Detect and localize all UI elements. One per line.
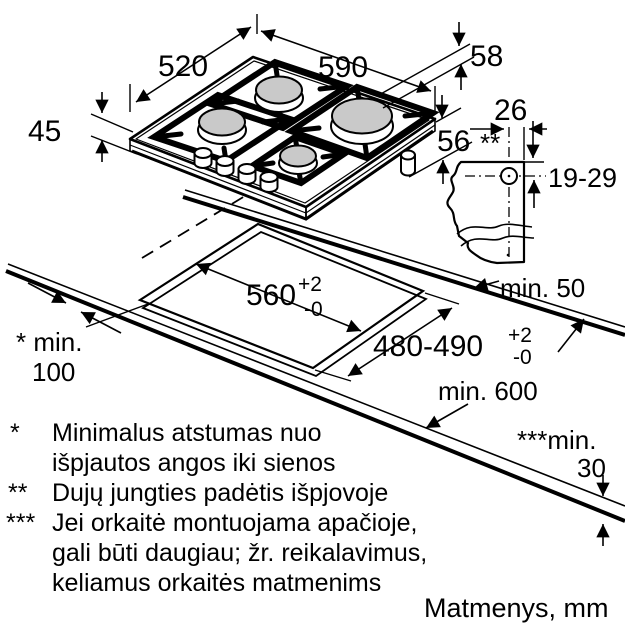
gas-vertical-range-label: 19-29 — [548, 163, 617, 193]
cutout-inner-edge — [141, 230, 428, 378]
footnote-3-line-3: keliamus orkaitės matmenims — [52, 569, 381, 597]
worktop-depth-arrow-2 — [425, 403, 469, 429]
worktop-rear-edge-thick — [182, 195, 625, 337]
break-line-1 — [456, 223, 533, 235]
hob-height-below-label: 56 — [437, 125, 470, 158]
rear-clearance-arrow — [473, 277, 500, 291]
gas-hole-center-dot — [507, 174, 511, 178]
side-clearance-star: * min. — [16, 327, 82, 357]
hob-depth-label: 520 — [158, 50, 208, 83]
burner-right-cap — [331, 97, 393, 135]
dim-56-ref-top — [435, 107, 462, 123]
gas-offset-label: 26 — [494, 94, 527, 127]
cutout-width-label: 560 — [246, 279, 296, 312]
cutout-depth-ext-1 — [424, 292, 460, 305]
cutout-outer-edge — [137, 222, 426, 370]
cutout-width-tol-plus: +2 — [298, 273, 322, 296]
burner-back-cap — [255, 75, 303, 105]
cutout-depth-dim-line — [347, 307, 453, 377]
dim-520-line — [135, 26, 252, 103]
break-line-2 — [460, 235, 535, 247]
hob-leg-top — [400, 149, 416, 161]
cutout-dimensions: 560 +2 -0 480-490 +2 -0 min. 50 * min. 1… — [16, 262, 610, 546]
hob-height-supports-label: 58 — [470, 40, 503, 73]
cutout-depth-tol-minus: -0 — [513, 346, 532, 369]
footnote-1-line-1: Minimalus atstumas nuo — [52, 419, 322, 447]
worktop-depth-arrow-1 — [557, 318, 585, 353]
footnotes: * Minimalus atstumas nuo išpjautos angos… — [6, 419, 427, 597]
burner-left-cap — [198, 107, 246, 137]
units-note: Matmenys, mm — [424, 593, 609, 623]
knob-2 — [215, 155, 235, 167]
footnote-3-line-1: Jei orkaitė montuojama apačioje, — [52, 509, 417, 537]
worktop-front-edge — [7, 263, 625, 507]
hob-body-step-line — [129, 124, 436, 214]
front-clearance-star: ***min. — [517, 425, 596, 455]
worktop-depth-label: min. 600 — [438, 376, 538, 406]
footnote-3-line-2: gali būti daugiau; žr. reikalavimus, — [52, 539, 427, 567]
worktop-rear-edge — [184, 189, 625, 328]
dim-45-ext-bottom — [90, 135, 138, 155]
gas-connection-detail: 26 ** 19-29 — [446, 94, 617, 265]
knob-1 — [193, 147, 213, 159]
cutout-width-tol-minus: -0 — [304, 298, 323, 321]
control-knobs — [193, 147, 279, 193]
side-clearance-arrow-1 — [27, 282, 67, 304]
dim-56-ref-bottom — [408, 141, 473, 178]
side-clearance-value: 100 — [32, 357, 75, 387]
cutout-depth-label: 480-490 — [373, 330, 483, 363]
dim-45-ext-top — [90, 113, 134, 133]
cutout-depth-ext-2 — [314, 369, 352, 382]
cutout-depth-tol-plus: +2 — [508, 324, 532, 347]
footnote-1-line-2: išpjautos angos iki sienos — [52, 449, 336, 477]
gas-marker: ** — [480, 128, 500, 158]
dim-58-ref-top — [376, 43, 471, 97]
front-clearance-value: 30 — [577, 453, 606, 483]
centerline-end-dot — [506, 253, 510, 257]
side-clearance-arrow-2 — [80, 311, 122, 334]
knob-4 — [259, 171, 279, 183]
rear-clearance-label: min. 50 — [500, 273, 585, 303]
footnote-3-marker: *** — [6, 509, 35, 537]
hob-height-label: 45 — [28, 115, 61, 148]
hob-leg — [400, 155, 416, 177]
footnote-2-line-1: Dujų jungties padėtis išpjovoje — [52, 479, 388, 507]
hob-dimensions: 520 590 45 58 56 — [28, 14, 503, 184]
worktop — [5, 189, 625, 523]
cutout-width-dim-line — [195, 262, 362, 333]
burner-front-cap — [279, 144, 317, 168]
projection-dashed-line — [141, 192, 251, 259]
footnote-2-marker: ** — [8, 479, 28, 507]
side-clearance-ext — [85, 303, 149, 328]
hob-body-bottom-edge — [131, 129, 434, 221]
worktop-front-edge-thick — [5, 269, 625, 523]
knob-3 — [237, 163, 257, 175]
hob-width-label: 590 — [318, 51, 368, 84]
footnote-1-marker: * — [10, 419, 20, 447]
